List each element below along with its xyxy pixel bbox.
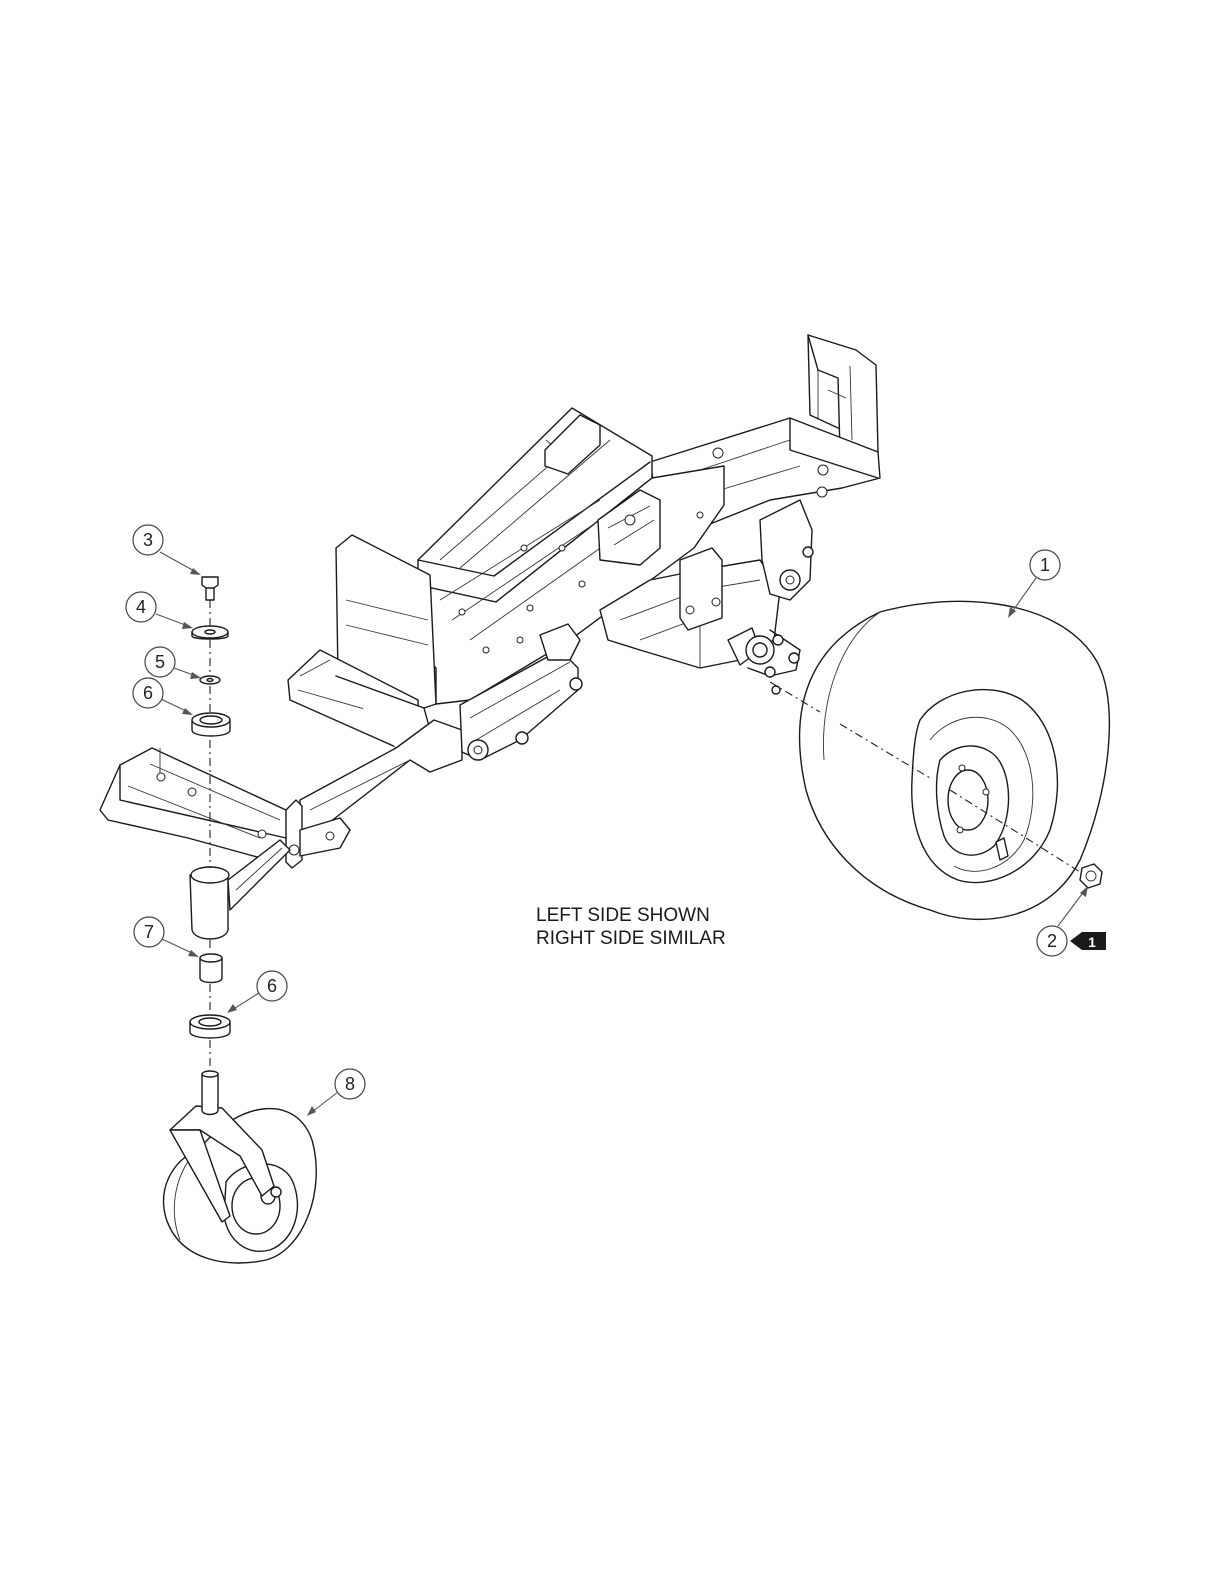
note-line-2: RIGHT SIDE SIMILAR [536, 927, 726, 950]
callout-1-label: 1 [1040, 555, 1050, 575]
callout-6-lower: 6 [227, 971, 287, 1013]
callout-3-label: 3 [143, 530, 153, 550]
callout-8: 8 [307, 1069, 365, 1116]
diagram-note: LEFT SIDE SHOWN RIGHT SIDE SIMILAR [536, 904, 726, 950]
callout-3: 3 [133, 525, 201, 575]
callout-5-label: 5 [155, 652, 165, 672]
rear-wheel-assembly [800, 601, 1110, 919]
callout-7-label: 7 [144, 922, 154, 942]
note-line-1: LEFT SIDE SHOWN [536, 904, 726, 927]
callout-6-lower-label: 6 [267, 976, 277, 996]
callout-4: 4 [126, 592, 193, 629]
callout-8-label: 8 [345, 1074, 355, 1094]
reference-tag: 1 [1070, 932, 1106, 950]
callout-7: 7 [134, 917, 199, 957]
callout-6-upper: 6 [133, 678, 193, 715]
callout-2-label: 2 [1047, 931, 1057, 951]
front-caster-assembly [164, 1071, 317, 1263]
callout-6-upper-label: 6 [143, 683, 153, 703]
reference-tag-label: 1 [1088, 934, 1096, 950]
callout-5: 5 [145, 647, 201, 679]
callout-4-label: 4 [136, 597, 146, 617]
